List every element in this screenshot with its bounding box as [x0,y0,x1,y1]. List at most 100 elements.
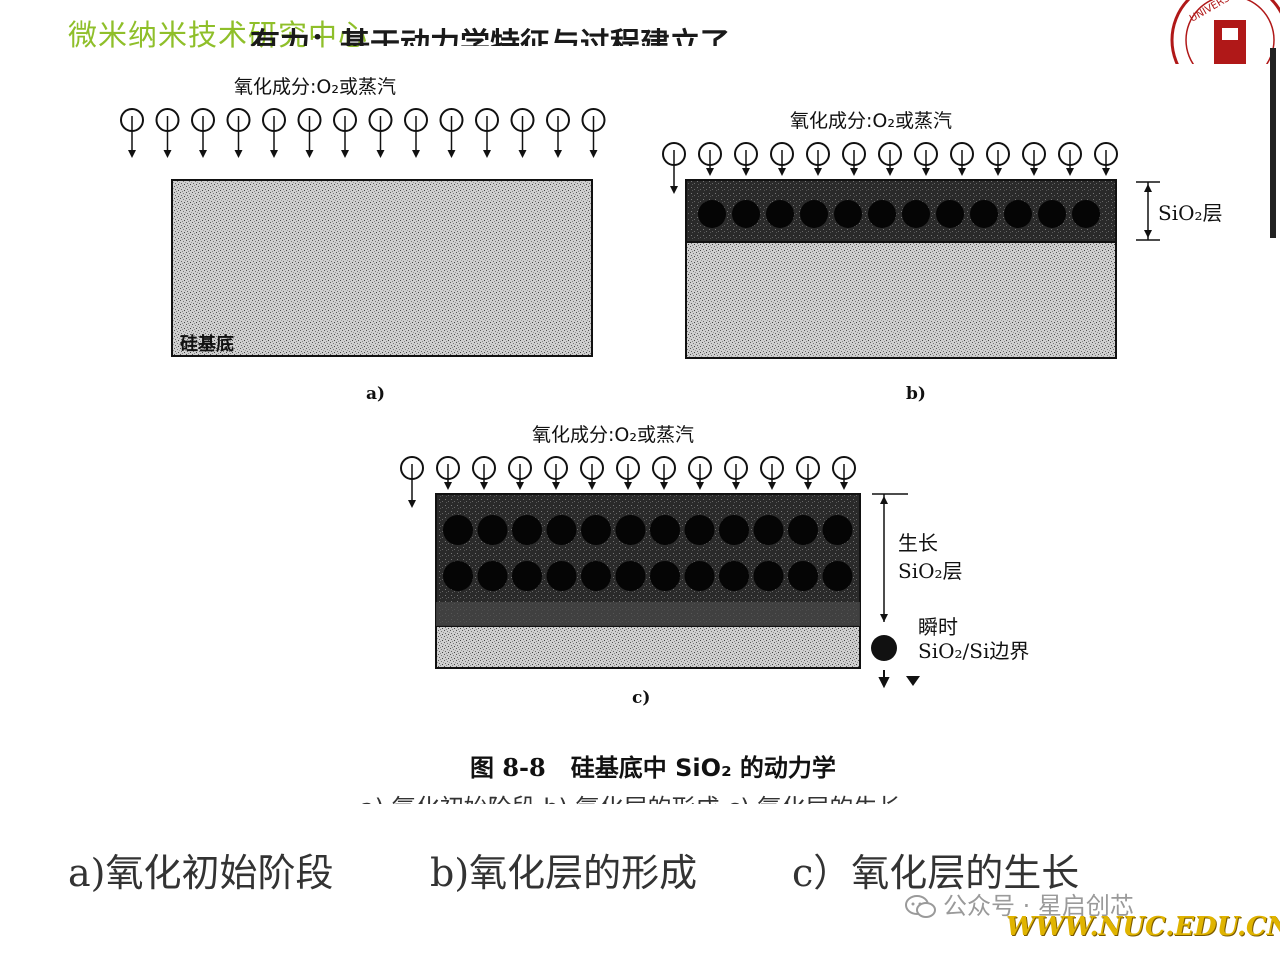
oxidant-molecule [510,108,535,158]
silicon-substrate-a [171,179,593,357]
oxide-dot [512,515,542,545]
figure-caption: 图 8-8 硅基底中 SiO₂ 的动力学 [470,748,836,783]
cut-off-subcaption: a) 氧化初始阶段 b) 氧化层的形成 c) 氧化层的生长 [360,788,1000,804]
oxidant-label-c: 氧化成分:O₂或蒸汽 [532,424,694,446]
oxidant-molecule [878,142,902,176]
oxidant-molecules-b [662,142,1118,194]
oxide-dot [800,200,828,228]
oxide-dot [732,200,760,228]
oxidant-molecule [1058,142,1082,176]
oxide-dot [753,561,784,591]
oxide-dot [1038,200,1066,228]
oxide-dots-c [443,515,853,591]
oxidant-molecule [832,456,856,490]
panel-b-label: b) [906,384,926,404]
panel-a-initial-oxidation [120,108,606,357]
oxidant-molecule [986,142,1010,176]
oxidant-molecule [914,142,938,176]
oxide-dot [868,200,896,228]
caption-c: c）氧化层的生长 [792,851,1080,895]
oxidant-molecule [581,108,606,158]
panel-c-oxide-growth [400,456,920,689]
university-url: WWW.NUC.EDU.CN [1006,912,1280,942]
oxide-dot [1072,200,1100,228]
oxide-dot [684,515,715,545]
cut-off-title: 有力：基于动力学特征与过程建立了 [250,27,730,46]
oxidant-molecule [508,456,532,490]
oxidant-molecule [436,456,460,490]
oxide-dot [615,561,646,591]
oxide-dot [936,200,964,228]
oxide-dot [719,561,749,591]
oxidant-molecule [796,456,820,490]
oxide-dot [650,515,680,545]
caption-a: a)氧化初始阶段 [68,851,334,895]
growth-label-1: 生长 [898,531,938,555]
oxide-dot [546,561,577,591]
oxidant-molecule [297,108,322,158]
oxidant-molecule [950,142,974,176]
oxidant-label-a: 氧化成分:O₂或蒸汽 [234,76,396,98]
brand-title: 微米纳米技术研究中心 [68,18,369,52]
oxidant-molecule [333,108,357,158]
panel-a-label: a) [366,384,386,404]
wechat-icon [905,895,936,918]
layer-b-label: SiO₂层 [1158,201,1223,225]
oxidant-molecule [1022,142,1046,176]
oxidant-molecule [688,456,712,490]
oxidant-molecule [472,456,496,490]
oxide-dot [698,200,726,228]
oxidant-molecules-a [120,108,606,158]
oxidant-label-b: 氧化成分:O₂或蒸汽 [790,110,952,132]
oxidant-molecule [262,108,286,158]
slide-edge-line [1270,48,1276,238]
growth-label-2: SiO₂层 [898,559,963,583]
oxide-dot [477,515,508,545]
oxide-dot [970,200,998,228]
interface-arrow-down [878,670,890,689]
oxidant-molecule [842,142,866,176]
oxidant-molecule [734,142,758,176]
oxide-dot [684,561,715,591]
oxidant-molecules-c [400,456,856,508]
oxide-dot [581,561,611,591]
oxide-dot [822,561,853,591]
oxidant-molecule [155,108,180,158]
oxide-dot [443,515,473,545]
interface-band-c [436,602,860,626]
oxidant-molecule [191,108,215,158]
oxide-dot [650,561,680,591]
panel-b-oxide-formation [662,142,1160,359]
silicon-substrate-b [685,241,1117,359]
oxidant-molecule [475,108,499,158]
figure-caption-number: 图 8-8 [470,753,546,782]
oxidant-molecule [1094,142,1118,176]
interface-label-1: 瞬时 [918,615,958,639]
oxide-dot [719,515,749,545]
oxidant-molecule [404,108,428,158]
oxide-dot [766,200,794,228]
oxidant-molecule [770,142,794,176]
oxide-dot [443,561,473,591]
oxide-dot [788,515,818,545]
oxidant-molecule [368,108,393,158]
oxidant-molecule [698,142,722,176]
oxide-dot [788,561,818,591]
watermark-text: 公众号 · 星启创芯 [943,892,1134,920]
oxidant-molecule [662,142,686,194]
oxidant-molecule [724,456,748,490]
oxide-dot [1004,200,1032,228]
substrate-label: 硅基底 [180,334,234,355]
oxidant-molecule [226,108,251,158]
oxidant-molecule [439,108,464,158]
oxide-dot [546,515,577,545]
panel-c-label: c) [632,688,651,708]
oxidant-molecule [760,456,784,490]
oxide-dot [834,200,862,228]
interface-triangle [906,676,920,686]
silicon-substrate-c [435,625,861,669]
figure-caption-text: 硅基底中 SiO₂ 的动力学 [570,754,836,782]
oxidant-molecule [652,456,676,490]
oxide-dot [512,561,542,591]
oxidant-molecule [546,108,570,158]
